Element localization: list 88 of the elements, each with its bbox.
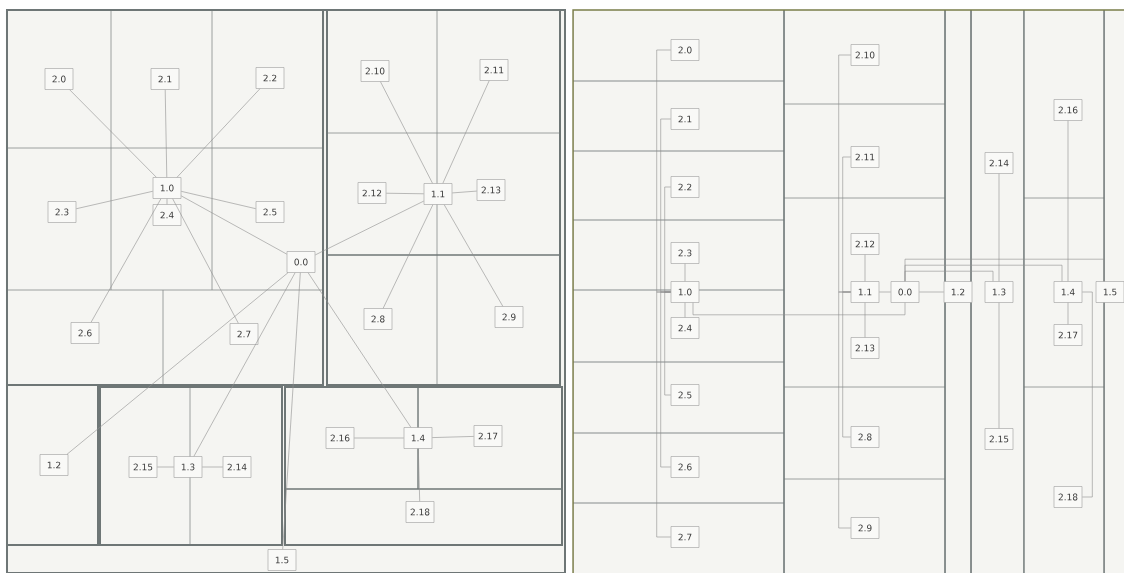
label-box: 1.3 [984, 281, 1014, 303]
label-box: 1.2 [39, 454, 69, 476]
label-box: 2.3 [670, 242, 700, 264]
connector-line [660, 291, 671, 468]
connector-line [838, 291, 851, 529]
connector-line [656, 291, 671, 538]
label-box: 2.7 [229, 323, 259, 345]
label-box: 2.6 [670, 456, 700, 478]
connector-line [904, 264, 1063, 282]
connector-line [443, 204, 504, 307]
connector-line [432, 436, 474, 438]
connector-line [842, 156, 851, 293]
label-box: 1.1 [850, 281, 880, 303]
connector-line [442, 80, 490, 184]
label-box: 2.5 [670, 384, 700, 406]
label-box: 2.8 [363, 308, 393, 330]
connector-line [418, 448, 420, 502]
label-box: 1.0 [670, 281, 700, 303]
connector-line [664, 186, 671, 293]
label-box: 2.17 [1053, 324, 1083, 346]
connector-line [842, 291, 851, 438]
label-box: 2.8 [850, 426, 880, 448]
label-box: 2.9 [850, 517, 880, 539]
label-box: 2.10 [360, 60, 390, 82]
connector-line [315, 200, 424, 256]
connector-line [181, 191, 256, 209]
connector-line [660, 118, 671, 293]
label-box: 2.12 [850, 233, 880, 255]
connector-line [904, 270, 994, 282]
label-box: 2.16 [325, 427, 355, 449]
connector-line [176, 88, 261, 178]
label-box: 2.2 [670, 176, 700, 198]
connector-line [386, 192, 424, 195]
label-box: 2.7 [670, 526, 700, 548]
connector-line [656, 49, 671, 293]
connector-line [193, 272, 296, 457]
label-box: 2.13 [476, 179, 506, 201]
connector-line [452, 190, 477, 194]
connector-line [664, 291, 671, 396]
connector-line [69, 89, 157, 178]
connector-line [164, 89, 168, 178]
label-box: 2.15 [984, 428, 1014, 450]
label-box: 2.17 [473, 425, 503, 447]
connector-line [90, 198, 162, 323]
label-box: 2.3 [47, 201, 77, 223]
connector-line [904, 258, 1105, 282]
connector-line [382, 204, 434, 309]
connector-line [380, 81, 433, 184]
connector-line [1082, 291, 1093, 498]
label-box: 2.5 [255, 201, 285, 223]
label-box: 2.10 [850, 44, 880, 66]
label-box: 2.1 [150, 68, 180, 90]
label-box: 2.12 [357, 182, 387, 204]
label-box: 2.2 [255, 67, 285, 89]
label-box: 2.16 [1053, 99, 1083, 121]
connector-line [282, 272, 301, 550]
label-box: 2.4 [152, 204, 182, 226]
label-box: 2.6 [70, 322, 100, 344]
label-box: 2.18 [1053, 486, 1083, 508]
label-box: 1.1 [423, 183, 453, 205]
label-box: 2.0 [670, 39, 700, 61]
label-box: 1.4 [403, 427, 433, 449]
label-box: 0.0 [286, 251, 316, 273]
label-box: 2.13 [850, 337, 880, 359]
connector-line [172, 198, 239, 324]
connector-line [838, 54, 851, 293]
connector-line [66, 272, 289, 455]
label-box: 0.0 [890, 281, 920, 303]
label-box: 1.2 [943, 281, 973, 303]
label-box: 1.5 [1095, 281, 1124, 303]
label-box: 1.4 [1053, 281, 1083, 303]
label-box: 2.14 [984, 152, 1014, 174]
label-box: 2.18 [405, 501, 435, 523]
label-box: 2.11 [479, 59, 509, 81]
label-box: 2.14 [222, 456, 252, 478]
connector-line [307, 272, 412, 428]
label-box: 2.9 [494, 306, 524, 328]
connector-line [76, 190, 153, 210]
label-box: 2.0 [44, 68, 74, 90]
label-box: 1.5 [267, 549, 297, 571]
connector-line [692, 302, 906, 316]
connector-line [181, 195, 287, 255]
label-box: 2.15 [128, 456, 158, 478]
label-box: 2.1 [670, 108, 700, 130]
label-box: 1.0 [152, 177, 182, 199]
label-box: 1.3 [173, 456, 203, 478]
label-box: 2.11 [850, 146, 880, 168]
label-box: 2.4 [670, 317, 700, 339]
